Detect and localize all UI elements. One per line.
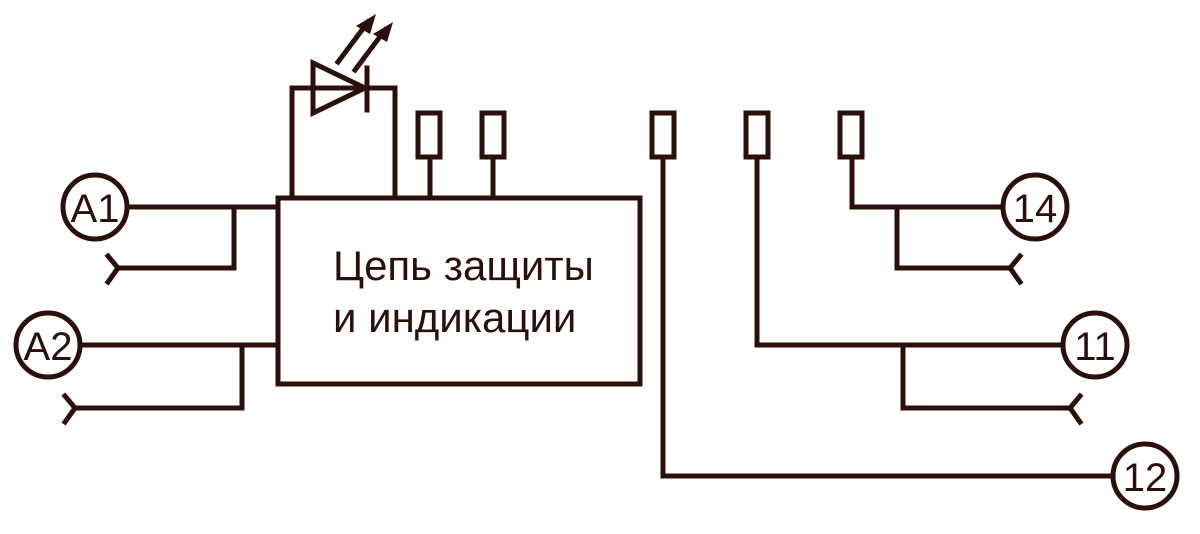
- svg-text:14: 14: [1013, 187, 1058, 231]
- terminal-a2: A2: [13, 310, 281, 426]
- block-contacts: [415, 110, 507, 201]
- svg-text:A2: A2: [24, 325, 73, 369]
- block-label-line2: и индикации: [333, 294, 576, 341]
- protection-indication-block: [275, 195, 643, 387]
- terminal-11: 11: [1060, 310, 1130, 380]
- terminal-12: 12: [1110, 441, 1180, 511]
- terminal-14: 14: [1000, 172, 1070, 242]
- svg-text:A1: A1: [71, 187, 120, 231]
- relay-contacts: [649, 110, 1116, 479]
- svg-text:12: 12: [1123, 456, 1168, 500]
- led-icon: [289, 14, 398, 201]
- block-label-line1: Цепь защиты: [333, 242, 594, 289]
- svg-text:11: 11: [1074, 325, 1116, 369]
- terminal-a1: A1: [60, 172, 281, 286]
